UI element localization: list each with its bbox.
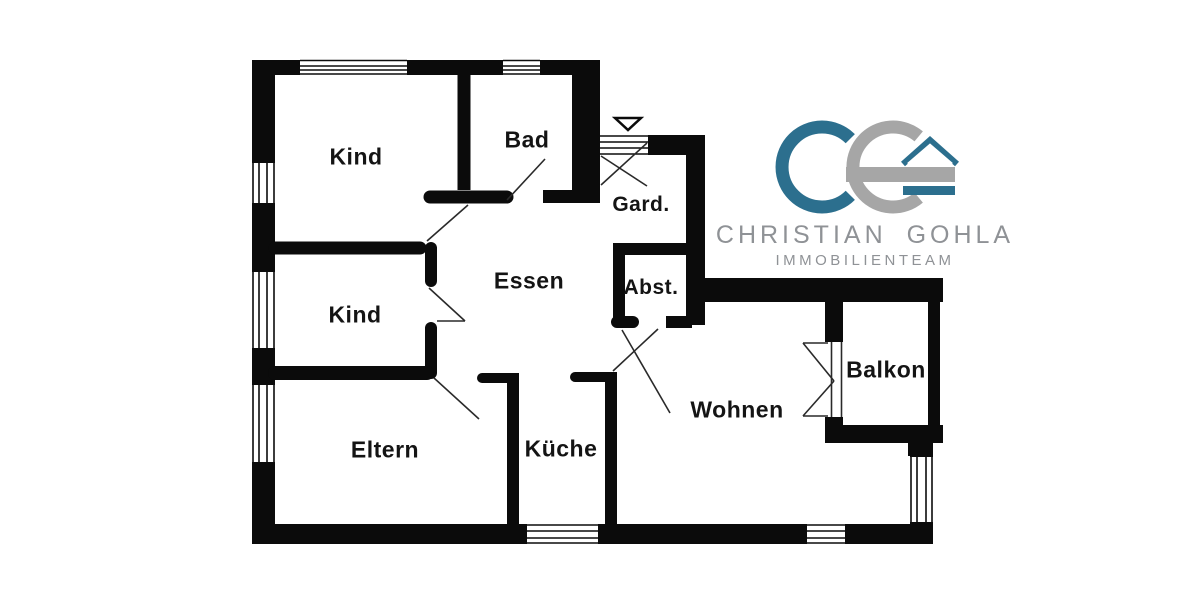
door-swings: [426, 142, 843, 420]
logo-monogram: [775, 120, 959, 214]
room-label-essen: Essen: [493, 267, 565, 294]
room-label-bad: Bad: [504, 126, 550, 153]
room-label-abst: Abst.: [623, 276, 679, 299]
room-label-kueche: Küche: [524, 435, 598, 462]
room-label-gard: Gard.: [612, 193, 670, 216]
entrance-arrow-icon: [611, 116, 645, 132]
room-label-balkon: Balkon: [846, 356, 926, 383]
logo-brand-name: CHRISTIAN GOHLA: [715, 221, 1015, 249]
windows: [251, 59, 934, 545]
room-label-wohnen: Wohnen: [690, 396, 784, 423]
exterior-walls: [252, 60, 943, 544]
room-label-kind-top: Kind: [329, 143, 383, 170]
interior-walls: [268, 75, 843, 524]
room-label-kind-mid: Kind: [328, 301, 382, 328]
room-label-eltern: Eltern: [350, 436, 420, 463]
logo-tagline: IMMOBILIENTEAM: [775, 252, 955, 269]
